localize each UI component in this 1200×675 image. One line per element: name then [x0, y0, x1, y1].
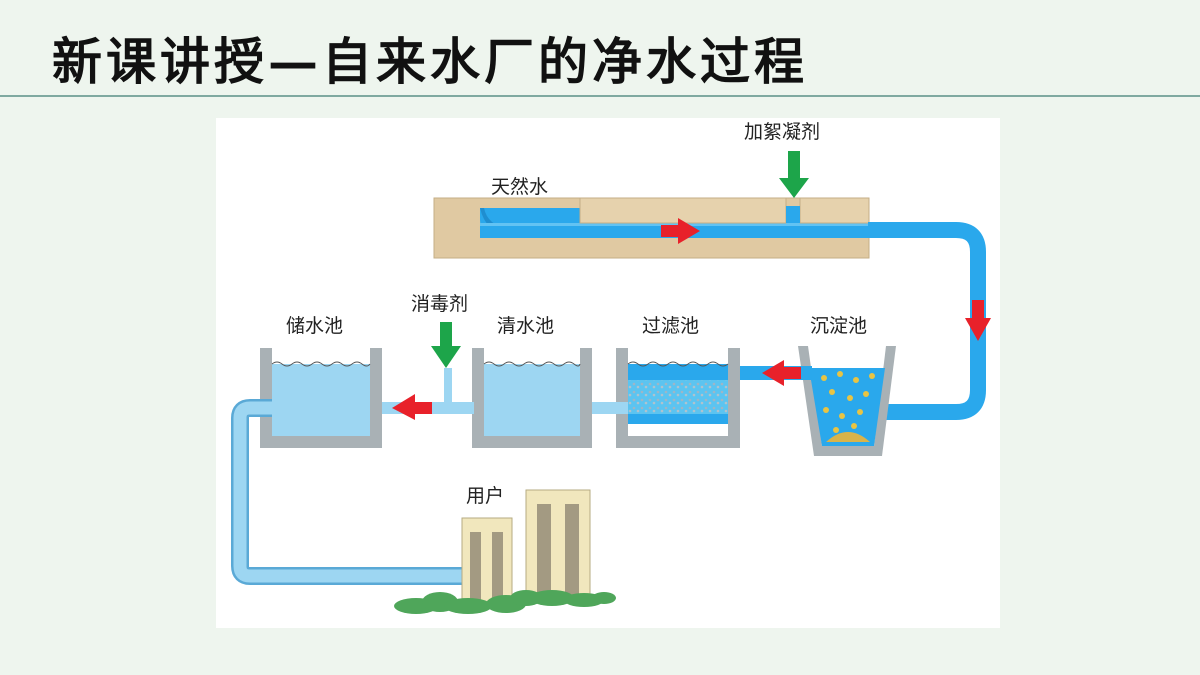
sedimentation-tank — [798, 346, 896, 456]
coagulant-dose-arrow-icon — [779, 151, 809, 198]
users-label: 用户 — [466, 485, 504, 507]
page-title: 新课讲授—自来水厂的净水过程 — [52, 32, 808, 91]
supply-pipe — [231, 399, 468, 585]
water-purification-diagram: 天然水 加絮凝剂 沉淀池 — [216, 118, 1000, 628]
disinfectant-label: 消毒剂 — [411, 293, 468, 315]
flow-arrow-icon — [762, 360, 801, 386]
coagulant-label: 加絮凝剂 — [744, 121, 820, 143]
bushes — [394, 590, 616, 614]
natural-water-channel — [433, 197, 960, 259]
flow-arrow-icon — [965, 300, 991, 341]
disinfectant-dose-arrow-icon — [431, 322, 461, 368]
flow-arrow-icon — [661, 218, 700, 244]
clear-water-tank — [472, 348, 592, 448]
title-divider — [0, 95, 1200, 97]
filter-tank — [616, 348, 740, 448]
sedimentation-tank-label: 沉淀池 — [810, 315, 867, 337]
storage-tank-label: 储水池 — [286, 315, 343, 337]
clear-water-tank-label: 清水池 — [497, 315, 554, 337]
flow-arrow-icon — [392, 394, 432, 420]
filter-tank-label: 过滤池 — [642, 315, 699, 337]
storage-tank — [260, 348, 382, 448]
user-buildings — [461, 489, 591, 603]
natural-water-label: 天然水 — [491, 176, 548, 198]
